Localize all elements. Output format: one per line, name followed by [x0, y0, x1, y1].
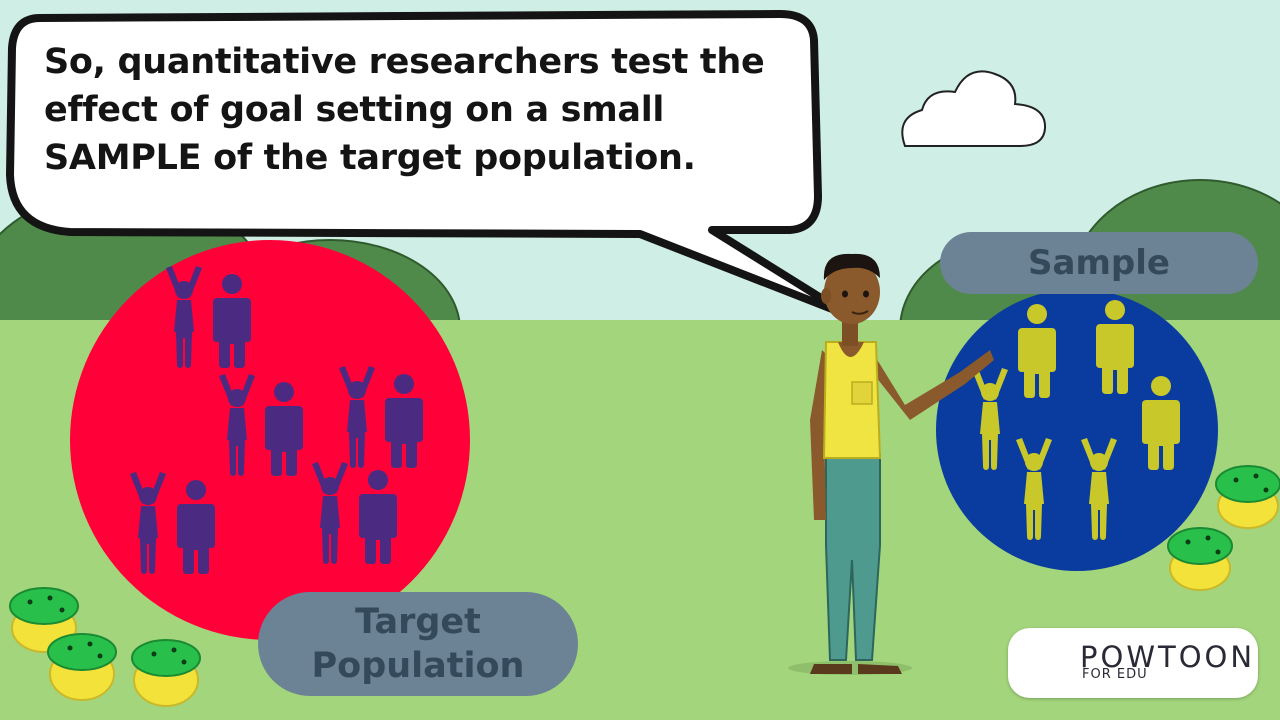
sample-circle [936, 289, 1218, 571]
plants-right [1167, 465, 1280, 591]
cloud [901, 70, 1047, 147]
target-label-line1: Target [355, 602, 481, 642]
speech-bubble-text: So, quantitative researchers test the ef… [44, 38, 804, 182]
target-population-label: Target Population [258, 592, 578, 696]
target-label-line2: Population [311, 646, 525, 686]
sample-label: Sample [940, 232, 1258, 294]
plants-left [9, 587, 201, 707]
speech-line: SAMPLE of the target population. [44, 138, 696, 178]
presenter-character [788, 253, 994, 675]
powtoon-logo[interactable] [1008, 628, 1258, 698]
speech-bubble [6, 10, 854, 320]
sample-label-text: Sample [1028, 243, 1170, 283]
speech-line: So, quantitative researchers test the [44, 42, 765, 82]
logo-name: POWTOON [1080, 640, 1256, 674]
speech-line: effect of goal setting on a small [44, 90, 665, 130]
logo-subtitle: FOR EDU [1082, 667, 1148, 682]
